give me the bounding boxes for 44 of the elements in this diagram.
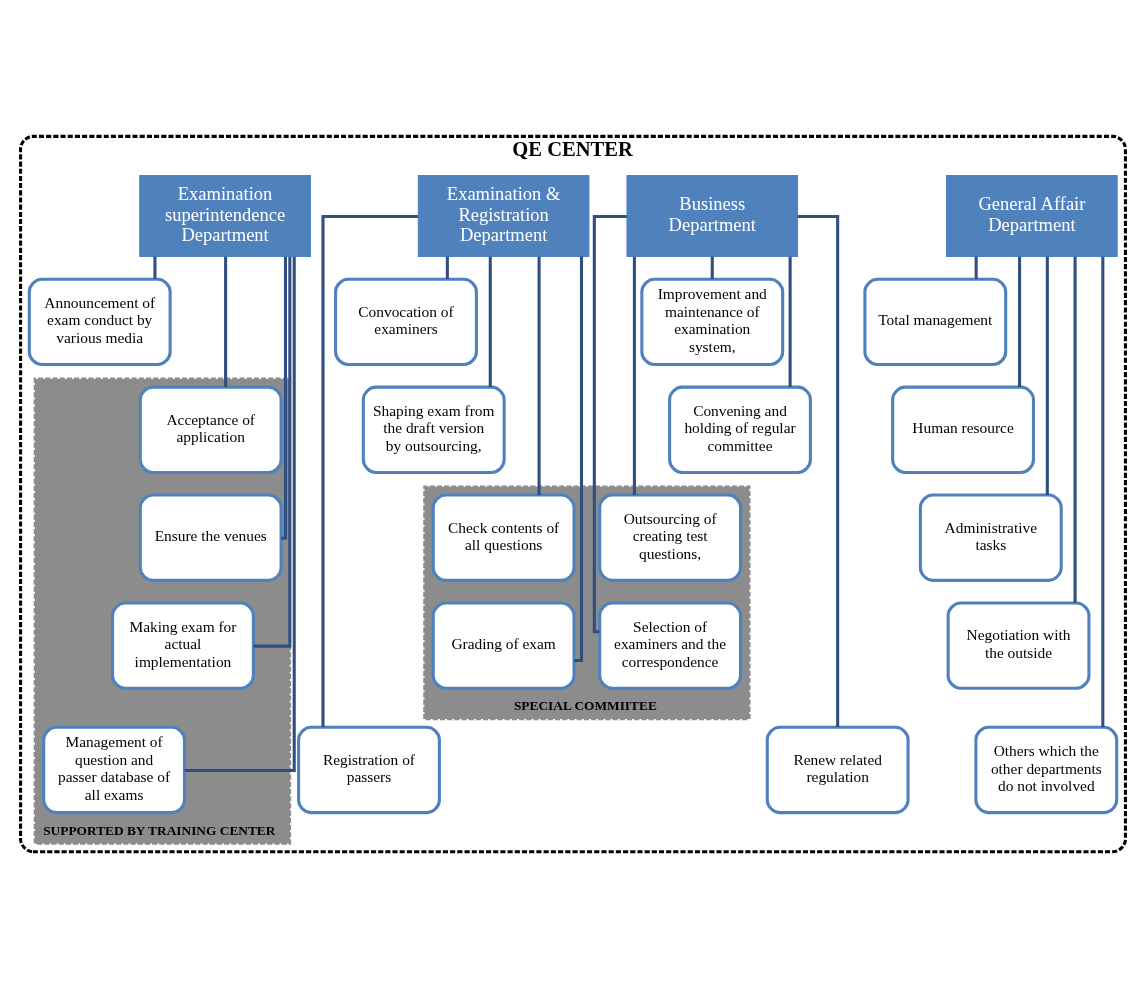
node-box: Convocation of examiners: [334, 277, 478, 366]
node-box: Grading of exam: [431, 600, 576, 690]
node-box: Selection of examiners and the correspondence: [598, 600, 743, 690]
connector: [592, 214, 627, 633]
connector: [445, 256, 449, 279]
connector: [184, 256, 296, 772]
connector: [797, 214, 840, 727]
connector: [788, 256, 792, 387]
node-box: Shaping exam from the draft version by outsourcing,: [361, 385, 506, 474]
connector: [321, 214, 419, 727]
connector: [153, 256, 157, 279]
node-box: Improvement and maintenance of examination system,: [640, 277, 785, 366]
connector: [974, 256, 978, 279]
node-box: Negotiation with the outside: [946, 600, 1091, 690]
node-box: General Affair Department: [946, 174, 1118, 257]
connector: [632, 256, 636, 495]
node-box: Management of question and passer database of all exams: [42, 725, 187, 814]
connector: [488, 256, 492, 387]
node-box: Making exam for actual implementation: [111, 600, 255, 690]
node-box: Others which the other departments do not involved: [974, 725, 1119, 814]
node-box: Registration of passers: [297, 725, 441, 814]
connector: [537, 256, 541, 495]
connector: [1018, 256, 1022, 387]
connector: [253, 256, 292, 648]
connector: [1045, 256, 1049, 495]
node-box: Examination superintendence Department: [139, 174, 311, 257]
node-box: Business Department: [626, 174, 799, 257]
connector: [710, 256, 714, 279]
node-box: Acceptance of application: [138, 385, 283, 474]
node-box: Examination & Registration Department: [417, 174, 590, 257]
node-box: Total management: [863, 277, 1008, 366]
connector: [281, 256, 288, 540]
node-box: Administrative tasks: [918, 493, 1063, 582]
node-box: Human resource: [891, 385, 1035, 474]
connector: [574, 256, 583, 662]
node-box: Ensure the venues: [138, 493, 283, 582]
node-box: Check contents of all questions: [431, 493, 576, 582]
connector: [1101, 256, 1105, 727]
node-box: Convening and holding of regular committee: [668, 385, 812, 474]
node-box: Outsourcing of creating test questions,: [598, 493, 743, 582]
node-box: Announcement of exam conduct by various media: [27, 277, 172, 366]
connector: [224, 256, 228, 387]
connector: [1073, 256, 1077, 603]
node-box: Renew related regulation: [765, 725, 910, 814]
